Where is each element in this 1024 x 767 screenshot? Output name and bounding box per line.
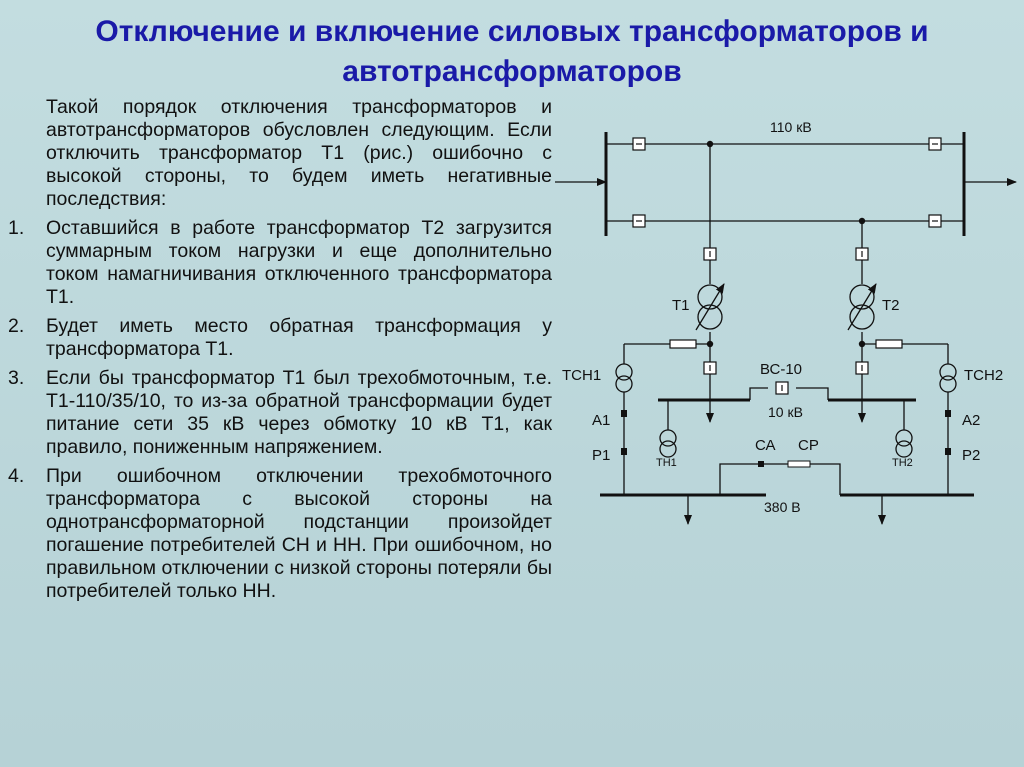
- label-tsn1: ТСН1: [562, 367, 601, 384]
- label-t1: Т1: [672, 297, 690, 314]
- fuse-tsn1: [669, 339, 697, 349]
- label-t2: Т2: [882, 297, 900, 314]
- list-item: 3. Если бы трансформатор Т1 был трехобмот…: [0, 367, 552, 459]
- label-p1: Р1: [592, 447, 610, 464]
- label-380v: 380 В: [764, 499, 801, 515]
- t1-winding-bottom: [697, 304, 723, 330]
- label-cp: СР: [798, 437, 819, 454]
- label-a2: А2: [962, 412, 980, 429]
- label-ca: СА: [755, 437, 776, 454]
- list-item-number: 2.: [8, 315, 25, 337]
- list-item-text: Оставшийся в работе трансформатор Т2 заг…: [46, 217, 552, 308]
- label-bs10: ВС-10: [760, 361, 802, 378]
- label-10kv: 10 кВ: [768, 404, 803, 420]
- list-item-text: Если бы трансформатор Т1 был трехобмоточ…: [46, 367, 552, 458]
- label-p2: Р2: [962, 447, 980, 464]
- label-tsn2: ТСН2: [964, 367, 1003, 384]
- t1-winding-top: [697, 284, 723, 310]
- list-item: 4. При ошибочном отключении трехобмоточно…: [0, 465, 552, 603]
- body-text: Такой порядок отключения трансформаторов…: [0, 96, 552, 609]
- list-item-number: 3.: [8, 367, 25, 389]
- list-item: 2. Будет иметь место обратная трансформац…: [0, 315, 552, 361]
- t2-winding-top: [849, 284, 875, 310]
- slide-title: Отключение и включение силовых трансформ…: [95, 15, 929, 88]
- intro-paragraph: Такой порядок отключения трансформаторов…: [46, 96, 552, 210]
- list-item-number: 1.: [8, 217, 25, 239]
- label-th2: ТН2: [892, 457, 913, 469]
- label-th1: ТН1: [656, 457, 677, 469]
- list-item-number: 4.: [8, 465, 25, 487]
- list-item-text: Будет иметь место обратная трансформация…: [46, 315, 552, 360]
- substation-diagram: 110 кВ Т1 Т2 ТСН1 ТСН2 ВС-10 10 кВ А1 А2…: [555, 119, 1017, 525]
- label-110kv: 110 кВ: [770, 119, 812, 135]
- list-item-text: При ошибочном отключении трехобмоточного…: [46, 465, 552, 602]
- t2-winding-bottom: [849, 304, 875, 330]
- label-a1: А1: [592, 412, 610, 429]
- consequences-list: 1. Оставшийся в работе трансформатор Т2 з…: [0, 217, 552, 603]
- list-item: 1. Оставшийся в работе трансформатор Т2 з…: [0, 217, 552, 309]
- fuse-tsn2: [875, 339, 903, 349]
